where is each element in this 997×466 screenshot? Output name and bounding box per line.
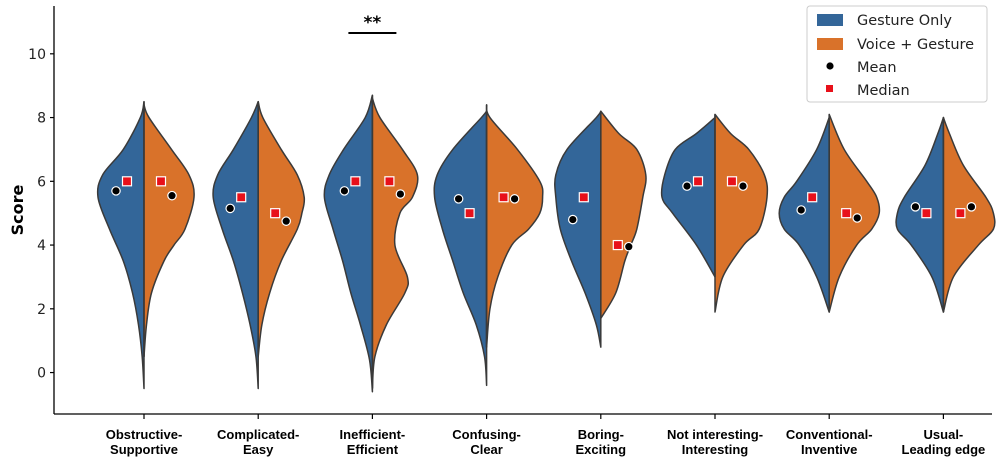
mean-marker bbox=[910, 202, 921, 212]
mean-marker bbox=[339, 186, 350, 196]
median-marker bbox=[236, 192, 247, 203]
x-tick-label: Confusing- bbox=[452, 427, 521, 442]
violin-half-voice-gesture bbox=[600, 110, 647, 320]
x-tick-label: Usual- bbox=[924, 427, 964, 442]
median-marker bbox=[692, 176, 704, 187]
violin-half-gesture-only bbox=[212, 100, 259, 390]
mean-marker bbox=[111, 186, 121, 196]
significance-annotation: ** bbox=[348, 13, 397, 34]
violin-half-gesture-only bbox=[96, 100, 145, 390]
legend-label-median: Median bbox=[857, 83, 910, 99]
violin-half-voice-gesture bbox=[371, 97, 419, 390]
y-tick-label: 4 bbox=[37, 238, 46, 254]
median-marker bbox=[921, 208, 932, 219]
y-tick-label: 6 bbox=[37, 174, 46, 190]
violin-half-voice-gesture bbox=[828, 113, 881, 313]
x-tick-label: Clear bbox=[470, 442, 503, 457]
median-marker bbox=[350, 176, 361, 187]
y-ticks: 0 2 4 6 8 10 bbox=[28, 47, 54, 382]
violin-group bbox=[96, 94, 996, 393]
x-tick-label: Boring- bbox=[578, 427, 624, 442]
legend-frame bbox=[806, 5, 988, 103]
y-tick-label: 0 bbox=[37, 366, 46, 382]
mean-marker bbox=[395, 189, 406, 199]
y-tick-label: 8 bbox=[37, 111, 46, 127]
mean-marker bbox=[796, 205, 806, 215]
x-tick-label: Easy bbox=[243, 442, 274, 457]
y-tick-label: 2 bbox=[37, 302, 46, 318]
mean-marker bbox=[682, 181, 692, 191]
legend-swatch-gesture-only bbox=[817, 14, 843, 26]
mean-marker bbox=[738, 181, 748, 191]
legend-marker-mean bbox=[826, 62, 834, 70]
median-marker bbox=[841, 208, 852, 219]
mean-marker bbox=[225, 203, 235, 214]
legend-label-voice-gesture: Voice + Gesture bbox=[857, 37, 974, 53]
y-tick-label: 10 bbox=[28, 47, 46, 63]
legend-marker-median bbox=[826, 85, 833, 92]
mean-marker bbox=[623, 241, 634, 252]
x-tick-label: Obstructive- bbox=[106, 427, 183, 442]
legend: Gesture Only Voice + Gesture Mean Median bbox=[806, 5, 988, 103]
marker-group bbox=[111, 176, 977, 252]
x-tick-label: Inefficient- bbox=[340, 427, 406, 442]
mean-marker bbox=[281, 216, 291, 226]
violin-half-gesture-only bbox=[433, 110, 488, 387]
axes bbox=[53, 6, 992, 415]
median-marker bbox=[155, 176, 167, 187]
x-tick-label: Efficient bbox=[347, 442, 399, 457]
violin-half-gesture-only bbox=[895, 116, 945, 313]
median-marker bbox=[498, 192, 509, 203]
median-marker bbox=[578, 192, 589, 203]
violin-half-gesture-only bbox=[778, 116, 830, 313]
x-tick-label: Complicated- bbox=[217, 427, 299, 442]
median-marker bbox=[612, 239, 623, 251]
median-marker bbox=[270, 208, 281, 219]
median-marker bbox=[121, 176, 133, 187]
mean-marker bbox=[167, 190, 177, 201]
violin-half-voice-gesture bbox=[257, 100, 306, 358]
violin-half-gesture-only bbox=[660, 116, 716, 278]
mean-marker bbox=[852, 213, 862, 223]
x-tick-label: Inventive bbox=[801, 442, 857, 457]
mean-marker bbox=[453, 194, 464, 204]
x-tick-label: Leading edge bbox=[902, 442, 986, 457]
median-marker bbox=[807, 192, 818, 203]
violin-half-voice-gesture bbox=[942, 116, 996, 313]
x-tick-label: Conventional- bbox=[786, 427, 873, 442]
significance-label: ** bbox=[364, 13, 382, 33]
violin-half-voice-gesture bbox=[485, 104, 544, 348]
median-marker bbox=[726, 176, 738, 187]
mean-marker bbox=[509, 194, 520, 204]
mean-marker bbox=[966, 202, 977, 212]
median-marker bbox=[464, 208, 475, 219]
x-tick-label: Supportive bbox=[110, 442, 178, 457]
violin-half-voice-gesture bbox=[714, 113, 769, 313]
violin-half-voice-gesture bbox=[143, 104, 195, 358]
x-tick-label: Exciting bbox=[576, 442, 627, 457]
x-ticks: Obstructive-Supportive Complicated-Easy In… bbox=[106, 414, 986, 457]
mean-marker bbox=[567, 214, 578, 225]
legend-label-mean: Mean bbox=[857, 60, 897, 76]
legend-label-gesture-only: Gesture Only bbox=[857, 13, 952, 29]
x-tick-label: Not interesting- bbox=[667, 427, 763, 442]
violin-half-gesture-only bbox=[554, 110, 602, 348]
x-tick-label: Interesting bbox=[682, 442, 749, 457]
legend-swatch-voice-gesture bbox=[817, 38, 843, 50]
y-axis-label: Score bbox=[8, 184, 27, 235]
median-marker bbox=[384, 176, 395, 187]
median-marker bbox=[955, 208, 966, 219]
violin-half-gesture-only bbox=[323, 94, 374, 393]
